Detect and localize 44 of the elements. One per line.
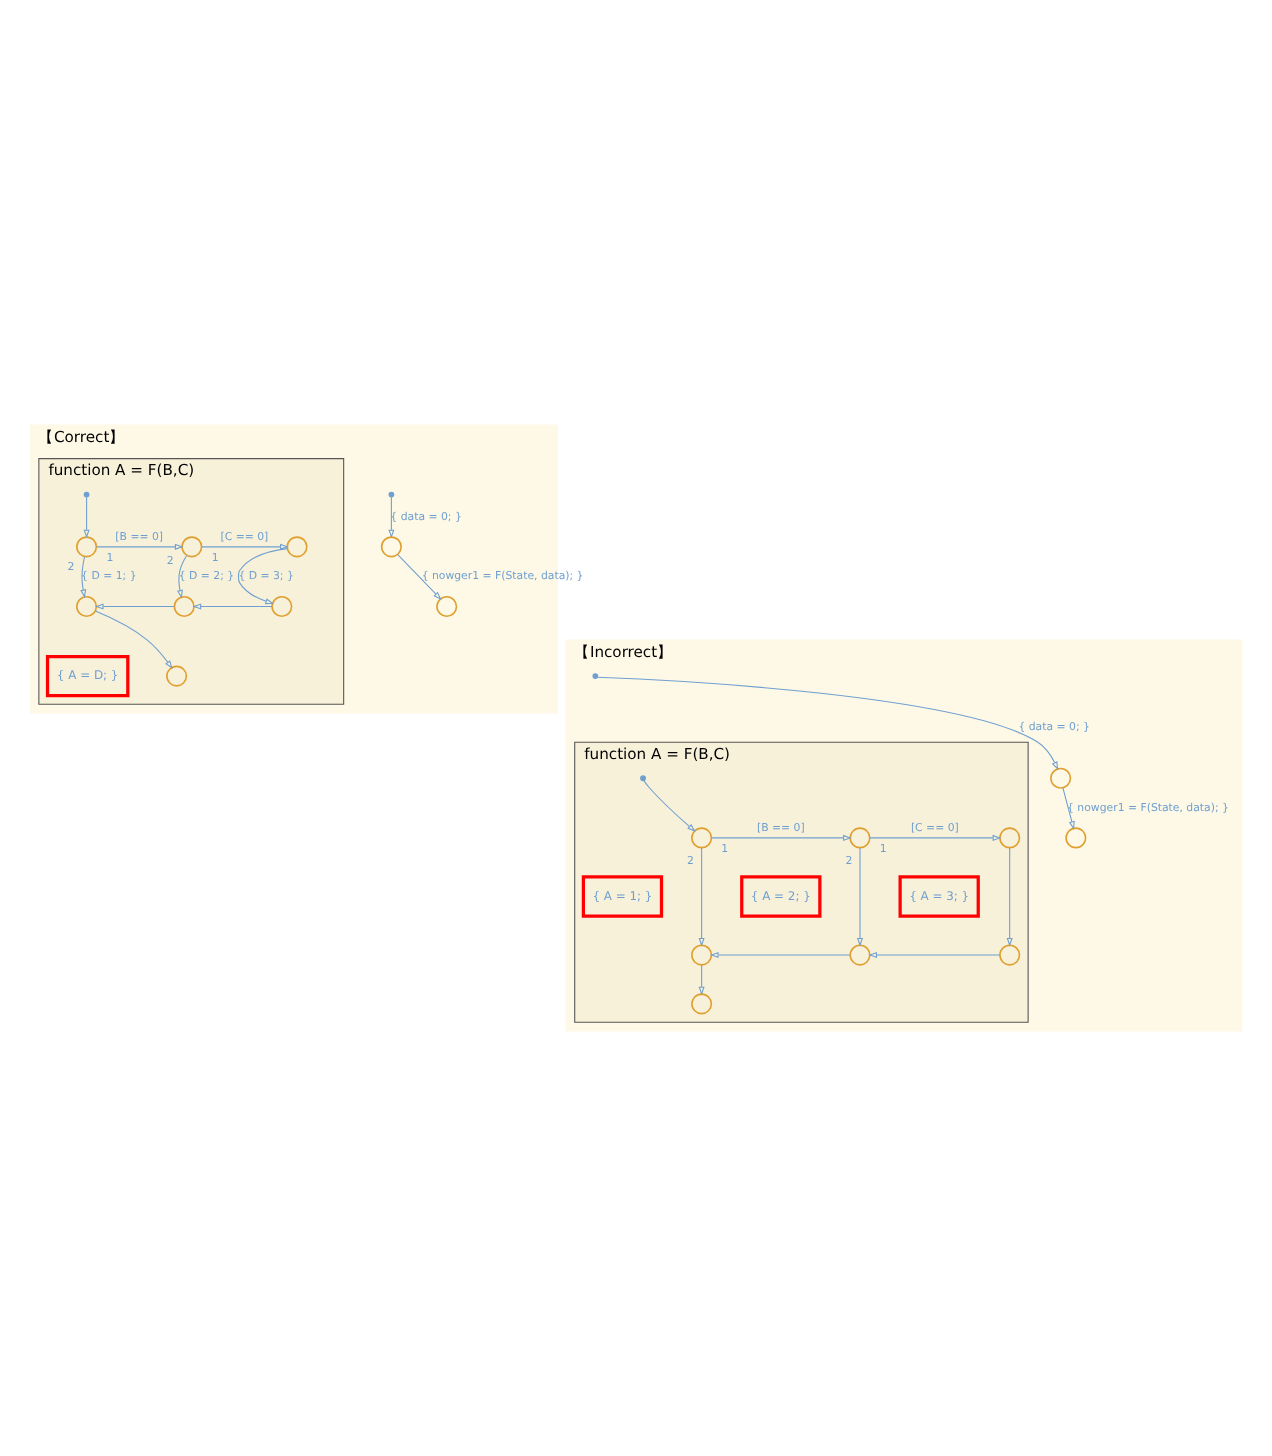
arrow — [709, 952, 851, 959]
arrow — [80, 556, 87, 599]
node-circle — [173, 595, 195, 618]
node-circle — [1065, 827, 1087, 849]
node-circle — [691, 993, 713, 1015]
arrow — [94, 610, 173, 669]
node-circle — [76, 536, 98, 558]
arrow — [1062, 787, 1075, 830]
node-circle — [849, 944, 871, 966]
arrow — [201, 543, 289, 550]
arrow — [1006, 847, 1013, 947]
arrow — [868, 952, 1001, 959]
arrow — [711, 834, 852, 841]
arrow — [176, 555, 188, 599]
node-circle — [380, 536, 402, 558]
node-circle — [166, 665, 188, 687]
node-circle — [1050, 767, 1072, 789]
arrow — [83, 496, 90, 539]
arrow — [698, 847, 705, 947]
node-circle — [691, 944, 713, 966]
node-circle — [271, 595, 293, 618]
arrow — [643, 780, 696, 832]
node-circle — [76, 595, 98, 618]
arrow — [856, 847, 864, 947]
node-circle — [999, 944, 1021, 966]
node-dot — [388, 491, 395, 498]
arrow — [192, 603, 273, 610]
arrow — [597, 676, 1059, 771]
node-circle — [691, 827, 713, 849]
node-circle — [999, 827, 1021, 849]
node-circle — [849, 827, 871, 849]
arrow — [388, 496, 395, 539]
arrow — [96, 543, 184, 550]
arrow — [698, 964, 705, 996]
arrow — [397, 554, 442, 601]
arrow — [237, 548, 288, 605]
node-dot — [592, 673, 599, 679]
node-circle — [436, 595, 458, 618]
node-circle — [181, 536, 203, 558]
node-dot — [83, 491, 90, 498]
node-dot — [640, 775, 646, 782]
node-circle — [286, 536, 308, 558]
arrow — [94, 603, 175, 610]
arrow — [869, 834, 1002, 841]
